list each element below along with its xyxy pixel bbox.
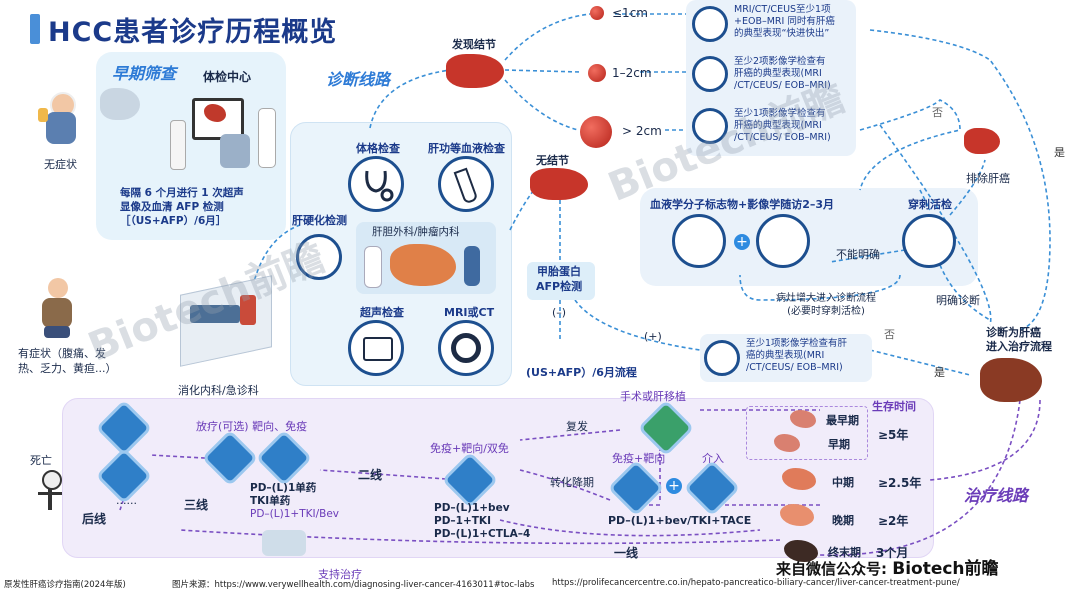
- screening-note: 每隔 6 个月进行 1 次超声 显像及血清 AFP 检测 ［（US+AFP）/6…: [120, 186, 244, 228]
- first-line-regimen: PD–(L)1+bev/TKI+TACE: [608, 514, 751, 527]
- found-nodule-label: 发现结节: [452, 36, 496, 52]
- no-label-1: 否: [932, 104, 943, 120]
- dept-gi-label: 消化内科/急诊科: [178, 382, 259, 398]
- stethoscope-icon: [348, 156, 404, 212]
- ultrasound-icon: [348, 320, 404, 376]
- stage-2: 中期: [832, 474, 854, 490]
- yes-label-1: 是: [1054, 144, 1065, 160]
- mri-icon-2: [692, 56, 728, 92]
- imaging-icon: [756, 214, 810, 268]
- us-afp-loop: (US+AFP）/6月流程: [526, 364, 637, 380]
- yes-label-2: 是: [934, 364, 945, 380]
- nodule-small: [590, 6, 604, 20]
- cirrhosis-label: 肝硬化检测: [292, 212, 347, 228]
- survival-title: 生存时间: [872, 398, 916, 414]
- criteria-1: MRI/CT/CEUS至少1项+EOB–MRI 同时有肝癌的典型表现“快进快出”: [734, 4, 835, 40]
- nodule-mid: [588, 64, 606, 82]
- mri-ct-label: MRI或CT: [444, 304, 494, 320]
- wechat-source: 来自微信公众号: Biotech前瞻: [776, 554, 999, 579]
- dept-hepato-label: 肝胆外科/肿瘤内科: [372, 224, 460, 239]
- blood-sample-icon: [672, 214, 726, 268]
- ultrasound-label: 超声检查: [360, 304, 404, 320]
- test-tube-icon: [438, 156, 494, 212]
- footer-url: https://prolifecancercentre.co.in/hepato…: [552, 578, 960, 588]
- footer-img-source: 图片来源：https://www.verywellhealth.com/diag…: [172, 578, 535, 590]
- time-early: ≥5年: [878, 426, 908, 443]
- mri-icon-4: [704, 340, 740, 376]
- third-line-label: 三线: [184, 496, 208, 513]
- time-late: ≥2年: [878, 512, 908, 529]
- checkup-illustration: [170, 90, 280, 172]
- no-symptom-label: 无症状: [44, 156, 77, 172]
- surgery-label: 手术或肝移植: [620, 388, 686, 404]
- stage-3: 晚期: [832, 512, 854, 528]
- second-line-regimens: PD–(L)1+bev PD–1+TKI PD–(L)1+CTLA–4: [434, 502, 530, 541]
- followup-title: 血液学分子标志物+影像学随访2–3月: [650, 196, 834, 212]
- third-line-title: 放疗(可选) 靶向、免疫: [196, 418, 307, 434]
- nodule-large: [580, 116, 612, 148]
- enlarge-note: 病灶增大进入诊断流程(必要时穿刺活检): [776, 292, 876, 318]
- nodule-le1: ≤1cm: [612, 6, 648, 20]
- liver-nodule-icon: [446, 54, 504, 88]
- exclude-label: 排除肝癌: [966, 170, 1010, 186]
- death-label: 死亡: [30, 452, 52, 468]
- enter-treatment-label: 诊断为肝癌进入治疗流程: [986, 326, 1052, 354]
- relapse-label: 复发: [566, 418, 588, 434]
- nodule-1-2: 1–2cm: [612, 66, 652, 80]
- unclear-label: 不能明确: [836, 246, 880, 262]
- microscope-icon: [902, 214, 956, 268]
- healthy-liver-icon: [964, 128, 1000, 154]
- checkup-center-label: 体检中心: [203, 68, 251, 85]
- blood-test-label: 肝功等血液检查: [428, 140, 505, 156]
- time-mid: ≥2.5年: [878, 474, 921, 491]
- liver-icon-outline: [100, 88, 140, 120]
- stage-1: 早期: [828, 436, 850, 452]
- no-nodule-label: 无结节: [536, 152, 569, 168]
- downstage-label: 转化降期: [550, 474, 594, 490]
- criteria-4: 至少1项影像学检查有肝癌的典型表现(MRI/CT/CEUS/ EOB–MRI): [746, 338, 847, 374]
- plus-icon: +: [734, 234, 750, 250]
- physical-exam-label: 体格检查: [356, 140, 400, 156]
- afp-pos: (+): [644, 330, 662, 343]
- afp-neg: (–): [552, 306, 566, 319]
- footer-source: 原发性肝癌诊疗指南(2024年版): [4, 578, 126, 590]
- support-care-icon: [262, 530, 306, 556]
- liver-clean-icon: [530, 168, 588, 200]
- later-ellipsis: ......: [116, 494, 137, 507]
- mri-icon-1: [692, 6, 728, 42]
- third-line-regimens: PD–(L)1单药 TKI单药 PD–(L)1+TKI/Bev: [250, 482, 339, 521]
- first-line-label: 一线: [614, 544, 638, 561]
- elderly-man-icon: [38, 88, 84, 148]
- confirmed-label: 明确诊断: [936, 292, 980, 308]
- plus-icon-2: +: [666, 478, 682, 494]
- later-line-label: 后线: [82, 510, 106, 527]
- sick-man-icon: [36, 276, 80, 338]
- sick-liver-icon: [980, 358, 1042, 402]
- stage-0: 最早期: [826, 412, 859, 428]
- mri-icon: [438, 320, 494, 376]
- no-label-2: 否: [884, 326, 895, 342]
- biopsy-label: 穿刺活检: [908, 196, 952, 212]
- second-line-label: 二线: [358, 466, 382, 483]
- skeleton-icon: [32, 470, 68, 522]
